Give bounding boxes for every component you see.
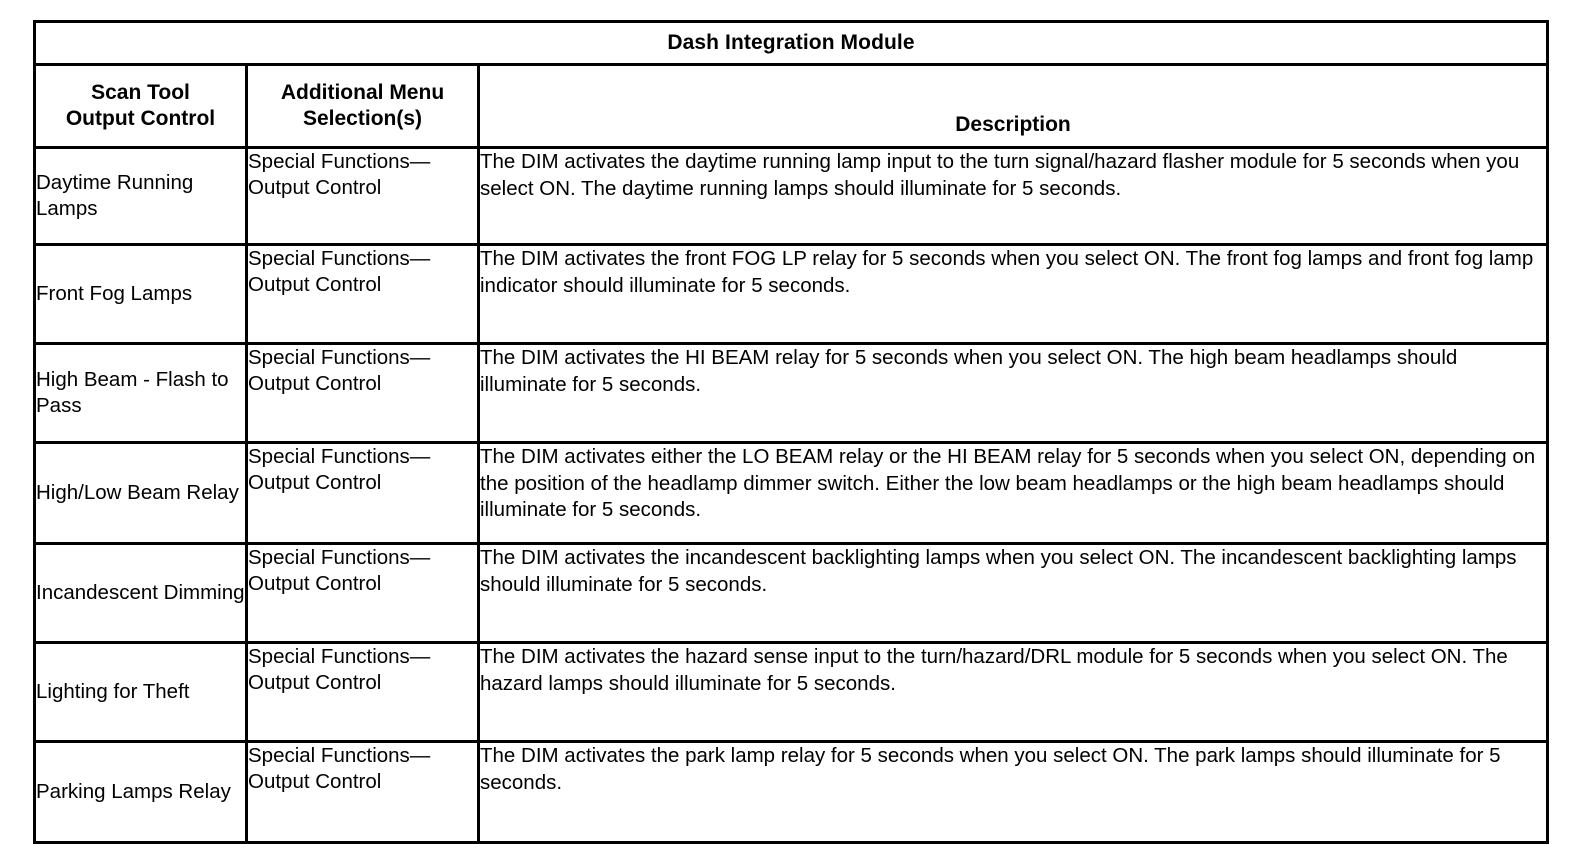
- cell-scan-tool-output-control: Lighting for Theft: [33, 641, 248, 743]
- table-header-row: Scan Tool Output Control Additional Menu…: [33, 63, 1549, 149]
- cell-additional-menu-selections: Special Functions—Output Control: [245, 641, 480, 743]
- table-row: Lighting for Theft Special Functions—Out…: [33, 641, 1549, 743]
- column-header-line-1: Scan Tool: [91, 81, 190, 105]
- table-row: Incandescent Dimming Special Functions—O…: [33, 542, 1549, 644]
- cell-description: The DIM activates the incandescent backl…: [477, 542, 1549, 644]
- table-title: Dash Integration Module: [33, 20, 1549, 66]
- cell-scan-tool-output-control: Incandescent Dimming: [33, 542, 248, 644]
- cell-description: The DIM activates either the LO BEAM rel…: [477, 441, 1549, 545]
- cell-additional-menu-selections: Special Functions—Output Control: [245, 740, 480, 844]
- column-header-additional-menu-selections: Additional Menu Selection(s): [245, 63, 480, 149]
- cell-description: The DIM activates the front FOG LP relay…: [477, 243, 1549, 345]
- cell-scan-tool-output-control: High Beam - Flash to Pass: [33, 342, 248, 444]
- cell-scan-tool-output-control: Daytime Running Lamps: [33, 146, 248, 246]
- column-header-line-2: Selection(s): [302, 107, 423, 130]
- cell-scan-tool-output-control: High/Low Beam Relay: [33, 441, 248, 545]
- table-title-row: Dash Integration Module: [33, 20, 1549, 66]
- table-row: High/Low Beam Relay Special Functions—Ou…: [33, 441, 1549, 545]
- dash-integration-module-table: Dash Integration Module Scan Tool Output…: [33, 20, 1549, 844]
- column-header-description: Description: [477, 63, 1549, 149]
- table-row: Parking Lamps Relay Special Functions—Ou…: [33, 740, 1549, 844]
- column-header-line-1: Additional Menu: [280, 81, 445, 105]
- cell-additional-menu-selections: Special Functions—Output Control: [245, 542, 480, 644]
- cell-additional-menu-selections: Special Functions—Output Control: [245, 441, 480, 545]
- cell-additional-menu-selections: Special Functions—Output Control: [245, 146, 480, 246]
- cell-scan-tool-output-control: Parking Lamps Relay: [33, 740, 248, 844]
- cell-description: The DIM activates the daytime running la…: [477, 146, 1549, 246]
- cell-scan-tool-output-control: Front Fog Lamps: [33, 243, 248, 345]
- column-header-line-2: Output Control: [65, 107, 216, 130]
- cell-description: The DIM activates the HI BEAM relay for …: [477, 342, 1549, 444]
- table-row: High Beam - Flash to Pass Special Functi…: [33, 342, 1549, 444]
- cell-description: The DIM activates the hazard sense input…: [477, 641, 1549, 743]
- table-row: Front Fog Lamps Special Functions—Output…: [33, 243, 1549, 345]
- dash-integration-module-table-wrapper: Dash Integration Module Scan Tool Output…: [33, 20, 1549, 844]
- cell-additional-menu-selections: Special Functions—Output Control: [245, 243, 480, 345]
- cell-additional-menu-selections: Special Functions—Output Control: [245, 342, 480, 444]
- table-row: Daytime Running Lamps Special Functions—…: [33, 146, 1549, 246]
- column-header-scan-tool-output-control: Scan Tool Output Control: [33, 63, 248, 149]
- cell-description: The DIM activates the park lamp relay fo…: [477, 740, 1549, 844]
